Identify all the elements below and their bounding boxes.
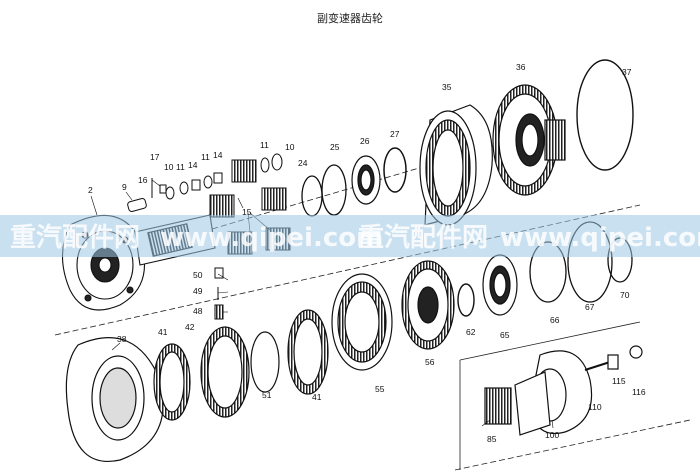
part-rings-upper (301, 164, 347, 217)
watermark-url-mid: www.qipei.com (160, 223, 383, 253)
callout-label: 100 (545, 430, 559, 440)
watermark-text-right: 重汽配件网 (358, 223, 488, 253)
part-snap-ring-37 (576, 59, 634, 171)
callout-label: 115 (612, 376, 626, 386)
part-small-bearings (165, 153, 283, 200)
callout-label: 17 (150, 152, 160, 162)
callout-label: 11 (201, 152, 210, 162)
callout-label: 42 (185, 322, 195, 332)
callout-label: 38 (117, 334, 127, 344)
callout-label: 70 (620, 290, 630, 300)
part-output-flange (484, 345, 643, 436)
callout-labels: 2 9 16 17 10 11 14 11 14 11 10 24 25 26 … (88, 62, 646, 444)
callout-label: 24 (298, 158, 308, 168)
part-synchro-rings (153, 309, 329, 421)
part-sleeve-55 (331, 273, 393, 371)
watermark-text-left: 重汽配件网 (10, 223, 140, 253)
watermark-band: 重汽配件网 www.qipei.com 重汽配件网 www.qipei.com (0, 215, 700, 257)
part-bearing-65 (482, 254, 518, 316)
callout-label: 67 (585, 302, 595, 312)
callout-label: 14 (188, 160, 198, 170)
callout-label: 16 (138, 175, 148, 185)
part-gear-36 (492, 84, 566, 196)
callout-label: 41 (312, 392, 322, 402)
sub-assembly-frame (459, 321, 641, 470)
part-ring-62 (457, 283, 475, 317)
callout-label: 49 (193, 286, 203, 296)
callout-label: 55 (375, 384, 385, 394)
callout-label: 110 (588, 402, 602, 412)
part-bearing-26 (351, 155, 381, 205)
callout-label: 85 (487, 434, 497, 444)
watermark-url-right: www.qipei.com (500, 223, 700, 253)
callout-label: 65 (500, 330, 510, 340)
callout-label: 36 (516, 62, 526, 72)
callout-label: 50 (193, 270, 203, 280)
callout-label: 35 (442, 82, 452, 92)
callout-label: 27 (390, 129, 400, 139)
part-springs (214, 267, 224, 320)
diagram-title: 副变速器齿轮 (317, 12, 383, 25)
callout-label: 26 (360, 136, 370, 146)
callout-label: 9 (122, 182, 127, 192)
callout-label: 48 (193, 306, 203, 316)
part-pins (127, 178, 167, 212)
callout-label: 15 (242, 207, 252, 217)
callout-label: 51 (262, 390, 272, 400)
part-ring-27 (383, 147, 407, 193)
callout-label: 56 (425, 357, 435, 367)
part-ring-gear-35 (419, 104, 493, 226)
callout-label: 11 (176, 162, 185, 172)
part-gear-56 (401, 260, 455, 350)
part-flange-38 (65, 337, 164, 462)
callout-label: 11 (260, 140, 269, 150)
callout-label: 10 (285, 142, 295, 152)
callout-label: 66 (550, 315, 560, 325)
callout-label: 41 (158, 327, 168, 337)
callout-label: 10 (164, 162, 174, 172)
callout-label: 25 (330, 142, 340, 152)
callout-label: 14 (213, 150, 223, 160)
callout-label: 116 (632, 387, 646, 397)
callout-label: 2 (88, 185, 93, 195)
callout-label: 37 (622, 67, 632, 77)
callout-label: 62 (466, 327, 476, 337)
